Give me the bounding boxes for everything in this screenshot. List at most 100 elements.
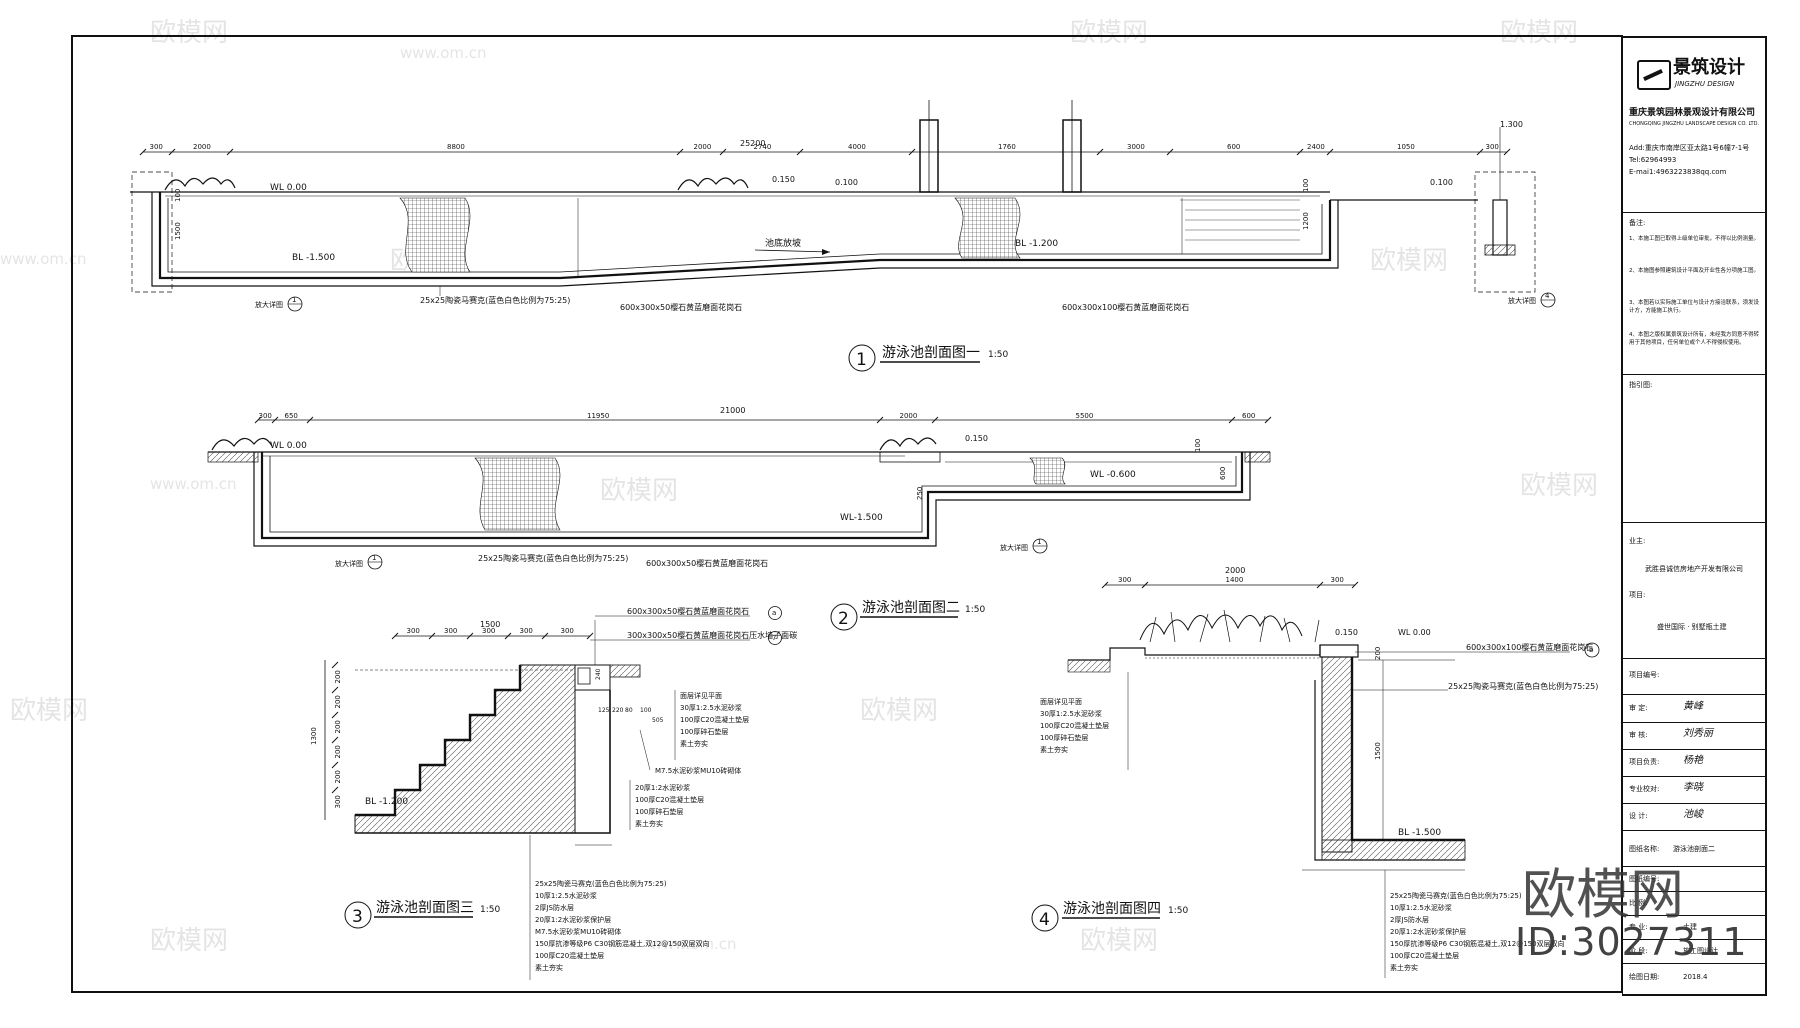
s2-detail2: 放大详图 [1000,543,1028,552]
layer-label: 100厚C20混凝土垫层 [535,951,604,960]
watermark-id: ID:3027311 [1515,920,1748,964]
dim-label: 1760 [998,143,1016,151]
s4-d1500: 1500 [1374,742,1382,760]
watermark-text: 欧模网 [10,696,89,726]
layer-label: 25x25陶瓷马赛克(蓝色白色比例为75:25) [1390,891,1522,900]
role-signature: 李晓 [1683,782,1703,793]
dim-label: 600 [1242,412,1255,420]
s2-title-num: 2 [838,609,849,629]
role-signature: 黄峰 [1683,701,1703,712]
dim-label: 300 [520,627,533,635]
stage: 施工图设计 [1683,947,1718,955]
s1-lv100b: 0.100 [1430,178,1453,187]
watermark-text: 欧模网 [1080,926,1159,956]
role-label: 设 计: [1629,812,1648,820]
dim-label: 200 [334,720,342,733]
s1-mat3: 600x300x100樱石黄蓝磨面花岗石 [1062,302,1189,312]
role-label: 审 核: [1629,731,1648,739]
s4-bl: BL -1.500 [1398,828,1441,838]
dim-label: 11950 [587,412,609,420]
layer-label: 100厚C20混凝土垫层 [1040,721,1109,730]
tb-notes-cell: 备注: 1、本施工图已取得上级单位审批，不得以比例测量。2、本施图参照建筑设计平… [1623,213,1765,375]
section4-layers-bottom: 25x25陶瓷马赛克(蓝色白色比例为75:25)10厚1:2.5水泥砂浆2厚JS… [1390,891,1565,972]
s4-d200: 200 [1374,647,1382,660]
role-label: 专业校对: [1629,785,1660,793]
role-signature: 杨艳 [1683,755,1703,766]
tb-index-cell: 指引图: [1623,375,1765,523]
s2-total-dim: 21000 [720,406,745,415]
project-label: 项目: [1629,591,1646,599]
s4-wl: WL 0.00 [1398,628,1431,637]
note-item: 4、本图之版权属景筑设计所有，未经我方同意不得转用于其他项目，任何单位或个人不得… [1629,332,1760,346]
tb-drawing-name-cell: 图纸名称: 游泳池剖面二 [1623,831,1765,867]
s1-total-dim: 25200 [740,139,765,148]
company-address: Add:重庆市南岸区亚太路1号6幢7-1号 [1629,144,1750,152]
s2-d100: 100 [1194,439,1202,452]
layer-label: 素土夯实 [1040,745,1068,754]
dim-label: 300 [1331,576,1344,584]
s1-lv100: 0.100 [835,178,858,187]
drawing-no-label: 图纸编号: [1629,875,1660,883]
dim-label: 220 [612,707,624,714]
layer-label: 100厚C20混凝土垫层 [680,715,749,724]
dim-label: 1050 [1397,143,1415,151]
dim-label: 650 [285,412,298,420]
s4-callout1-no: b [1589,646,1594,654]
s4-lv150: 0.150 [1335,628,1358,637]
layer-label: 面层详见平面 [1040,697,1082,706]
drawing-name: 游泳池剖面二 [1673,845,1715,853]
dim-label: 100 [640,707,652,714]
dim-label: 300 [482,627,495,635]
s4-title: 游泳池剖面图四 [1063,901,1161,917]
dim-label: 4000 [848,143,866,151]
s1-scale: 1:50 [988,350,1008,360]
dim-label: 300 [444,627,457,635]
s2-detail1: 放大详图 [335,559,363,568]
title-block: 景筑设计 JINGZHU DESIGN 重庆景筑园林景观设计有限公司 CHONG… [1622,36,1767,996]
logo-icon [1637,60,1671,90]
s1-mat2: 600x300x50樱石黄蓝磨面花岗石 [620,302,742,312]
s1-d100: 100 [1302,179,1310,192]
tb-projno-cell: 项目编号: [1623,659,1765,695]
notes-title: 备注: [1629,219,1646,227]
dim-label: 505 [652,717,664,724]
layer-label: 150厚抗渗等级P6 C30钢筋混凝土,双12@150双层双向 [1390,939,1565,948]
dim-label: 300 [561,627,574,635]
note-item: 1、本施工图已取得上级单位审批，不得以比例测量。 [1629,236,1760,242]
s1-wl: WL 0.00 [270,183,307,193]
layer-label: 10厚1:2.5水泥砂浆 [535,891,597,900]
s2-lv150: 0.150 [965,434,988,443]
dim-label: 2740 [754,143,772,151]
layer-label: 30厚1:2.5水泥砂浆 [680,703,742,712]
watermark-site: www.om.cn [0,250,87,268]
tb-meta-cell: 图纸编号: 比 例: 专 业: 土建 阶 段: 施工图设计 绘图日期: 2018… [1623,867,1765,992]
dim-label: 300 [259,412,272,420]
s4-total-dim: 2000 [1225,566,1245,575]
layer-label: M7.5水泥砂浆MU10砖砌体 [535,927,621,936]
tb-company-cell: 景筑设计 JINGZHU DESIGN 重庆景筑园林景观设计有限公司 CHONG… [1623,38,1765,213]
dim-label: 2000 [900,412,918,420]
s1-bl1: BL -1.500 [292,253,335,263]
s2-detail2-no: 1 [1037,538,1041,546]
s2-mat2: 600x300x50樱石黄蓝磨面花岗石 [646,558,768,568]
section4-layers-left: 面层详见平面30厚1:2.5水泥砂浆100厚C20混凝土垫层100厚碎石垫层素土… [1040,697,1109,754]
stage-label: 阶 段: [1629,947,1648,955]
s1-title: 游泳池剖面图一 [882,345,980,361]
layer-label: 20厚1:2水泥砂浆保护层 [535,915,611,924]
client-label: 业主: [1629,537,1646,545]
discipline-label: 专 业: [1629,923,1648,931]
s1-right-dim: 1.300 [1500,120,1523,129]
s3-callout1-no: a [772,609,776,617]
watermark-text: 欧模网 [1520,471,1599,501]
dim-label: 200 [334,745,342,758]
role-label: 审 定: [1629,704,1648,712]
watermark-text: 欧模网 [150,926,229,956]
s2-wl: WL 0.00 [270,441,307,451]
s2-detail1-no: 1 [372,554,376,562]
s4-callout1: 600x300x100樱石黄蓝磨面花岗石 [1466,642,1593,652]
s2-wl2: WL -0.600 [1090,470,1136,480]
dim-label: 600 [1227,143,1240,151]
